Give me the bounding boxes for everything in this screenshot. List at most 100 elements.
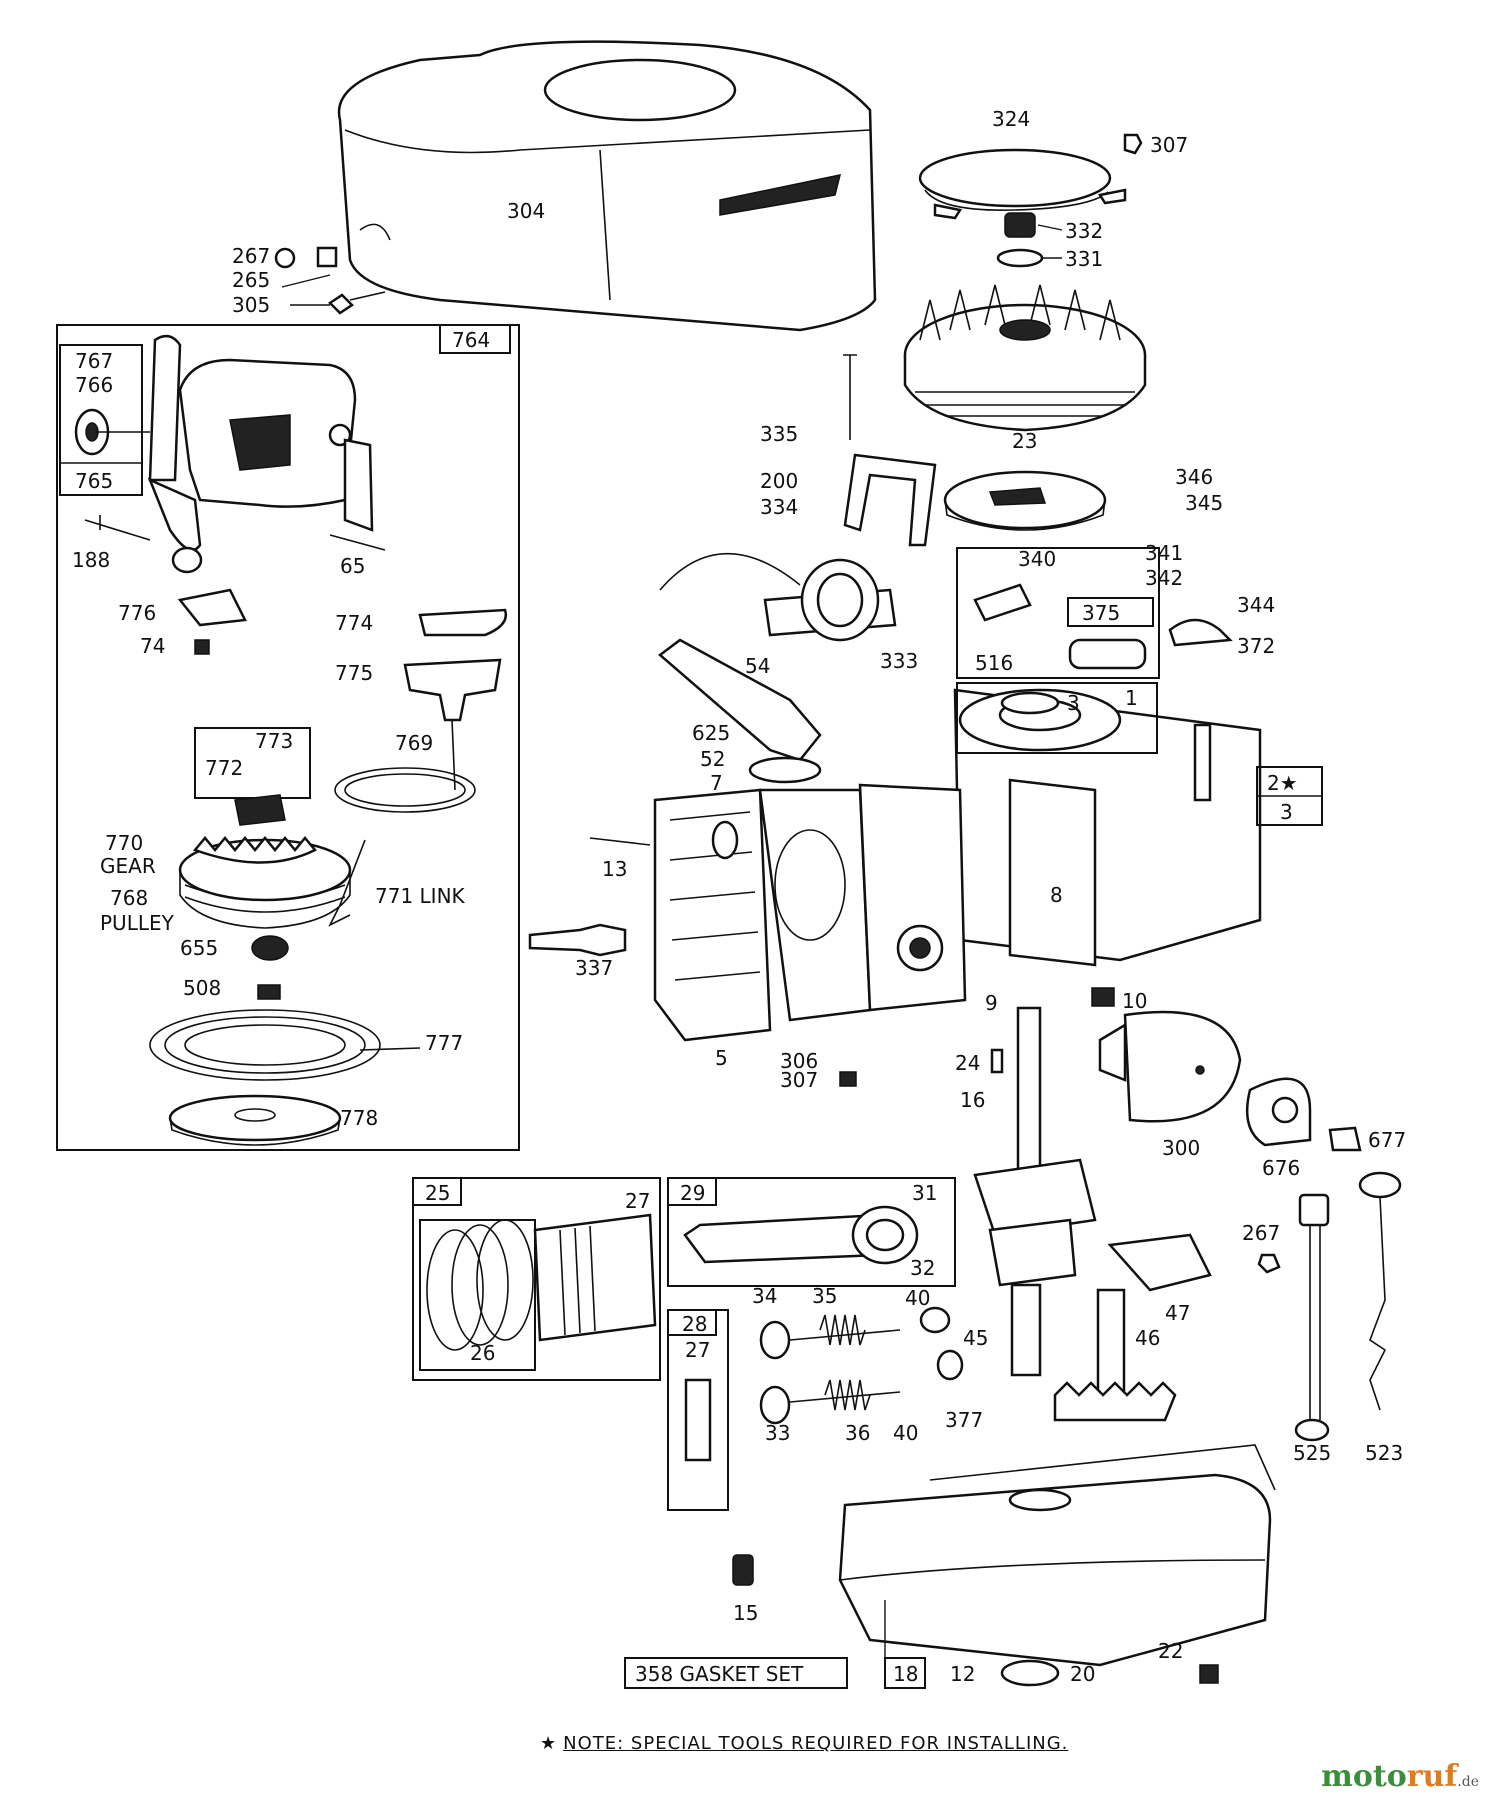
label-box-29 [667,1177,717,1206]
cylinder-block [953,688,1262,967]
label-12: 12 [950,1662,975,1686]
bracket-776 [177,588,247,627]
crankshaft-16 [973,1006,1097,1377]
label-765: 765 [75,469,113,493]
label-box-765 [59,344,143,496]
starter-housing [147,334,374,574]
brand-suffix: .de [1457,1774,1479,1790]
label-29: 29 [680,1181,705,1205]
brand-name-part-1: moto [1321,1759,1407,1794]
label-372: 372 [1237,634,1275,658]
label-16: 16 [960,1088,985,1112]
flywheel-23 [903,284,1147,432]
gasket-52 [748,756,822,784]
label-31: 31 [912,1181,937,1205]
handle-insert-775 [403,658,502,722]
label-774: 774 [335,611,373,635]
label-337: 337 [575,956,613,980]
cylinder-fins [858,783,967,1012]
bolt-icon [274,246,386,315]
label-655: 655 [180,936,218,960]
label-46: 46 [1135,1326,1160,1350]
bolt-65 [329,534,386,551]
blower-housing-304 [337,40,877,332]
label-340: 340 [1018,547,1056,571]
label-33: 33 [765,1421,790,1445]
label-324: 324 [992,107,1030,131]
label-54: 54 [745,654,770,678]
valves [759,1306,964,1425]
label-15: 15 [733,1601,758,1625]
label-18: 18 [893,1662,918,1686]
label-box-28 [667,1309,717,1336]
label-772: 772 [205,756,243,780]
seal-20 [1000,1659,1060,1687]
label-771-link: 771 LINK [375,884,466,908]
starter-gear-pulley [178,794,352,929]
label-26: 26 [470,1341,495,1365]
piston-rings-26 [426,1219,534,1351]
label-344: 344 [1237,593,1275,617]
knob-677 [1328,1126,1362,1152]
label-3-box: 3 [1280,800,1293,824]
label-770: 770 [105,831,143,855]
label-767: 767 [75,349,113,373]
label-776: 776 [118,601,156,625]
label-342: 342 [1145,566,1183,590]
label-778: 778 [340,1106,378,1130]
points-box [956,547,1160,679]
label-345: 345 [1185,491,1223,515]
label-525: 525 [1293,1441,1331,1465]
label-40-bottom: 40 [893,1421,918,1445]
air-cleaner-300 [1098,1010,1242,1123]
label-box-26 [419,1219,536,1371]
label-335: 335 [760,422,798,446]
label-265: 265 [232,268,270,292]
label-305: 305 [232,293,270,317]
label-764: 764 [452,328,490,352]
condenser-icon [1068,638,1147,670]
label-346: 346 [1175,465,1213,489]
label-7: 7 [710,771,723,795]
label-5: 5 [715,1046,728,1070]
label-13: 13 [602,857,627,881]
dipstick-tube-525 [1294,1193,1330,1442]
brand-name-part-2: ruf [1406,1759,1458,1794]
label-24: 24 [955,1051,980,1075]
label-200: 200 [760,469,798,493]
label-25: 25 [425,1181,450,1205]
label-pulley: PULLEY [100,911,175,935]
bolt-188 [84,515,151,541]
screw-307 [839,1071,857,1087]
crankcase-base [838,1444,1276,1667]
label-36: 36 [845,1421,870,1445]
head-gasket-306 [758,788,872,1022]
label-307-top: 307 [1150,133,1188,157]
key-24 [990,1048,1004,1074]
label-box-375 [1067,597,1154,627]
dipstick-523 [1358,1171,1402,1411]
label-3-top: 3 [1067,691,1080,715]
rope-769 [334,719,476,813]
label-20: 20 [1070,1662,1095,1686]
label-40-top: 40 [905,1286,930,1310]
label-769: 769 [395,731,433,755]
plug-15 [732,1554,754,1586]
seal-3 [1000,691,1060,715]
label-1: 1 [1125,686,1138,710]
label-300: 300 [1162,1136,1200,1160]
piston-box-25 [412,1177,661,1381]
cylinder-head-5 [653,788,772,1042]
camshaft-46 [1053,1288,1177,1422]
label-52: 52 [700,747,725,771]
label-267-right: 267 [1242,1221,1280,1245]
spark-plug-337 [528,923,627,957]
label-box-1 [956,682,1158,754]
label-766: 766 [75,373,113,397]
pulley-wheel-766 [74,408,150,456]
note-text: NOTE: SPECIAL TOOLS REQUIRED FOR INSTALL… [563,1733,1069,1754]
label-341: 341 [1145,541,1183,565]
label-676: 676 [1262,1156,1300,1180]
star-icon: ★ [540,1733,558,1754]
